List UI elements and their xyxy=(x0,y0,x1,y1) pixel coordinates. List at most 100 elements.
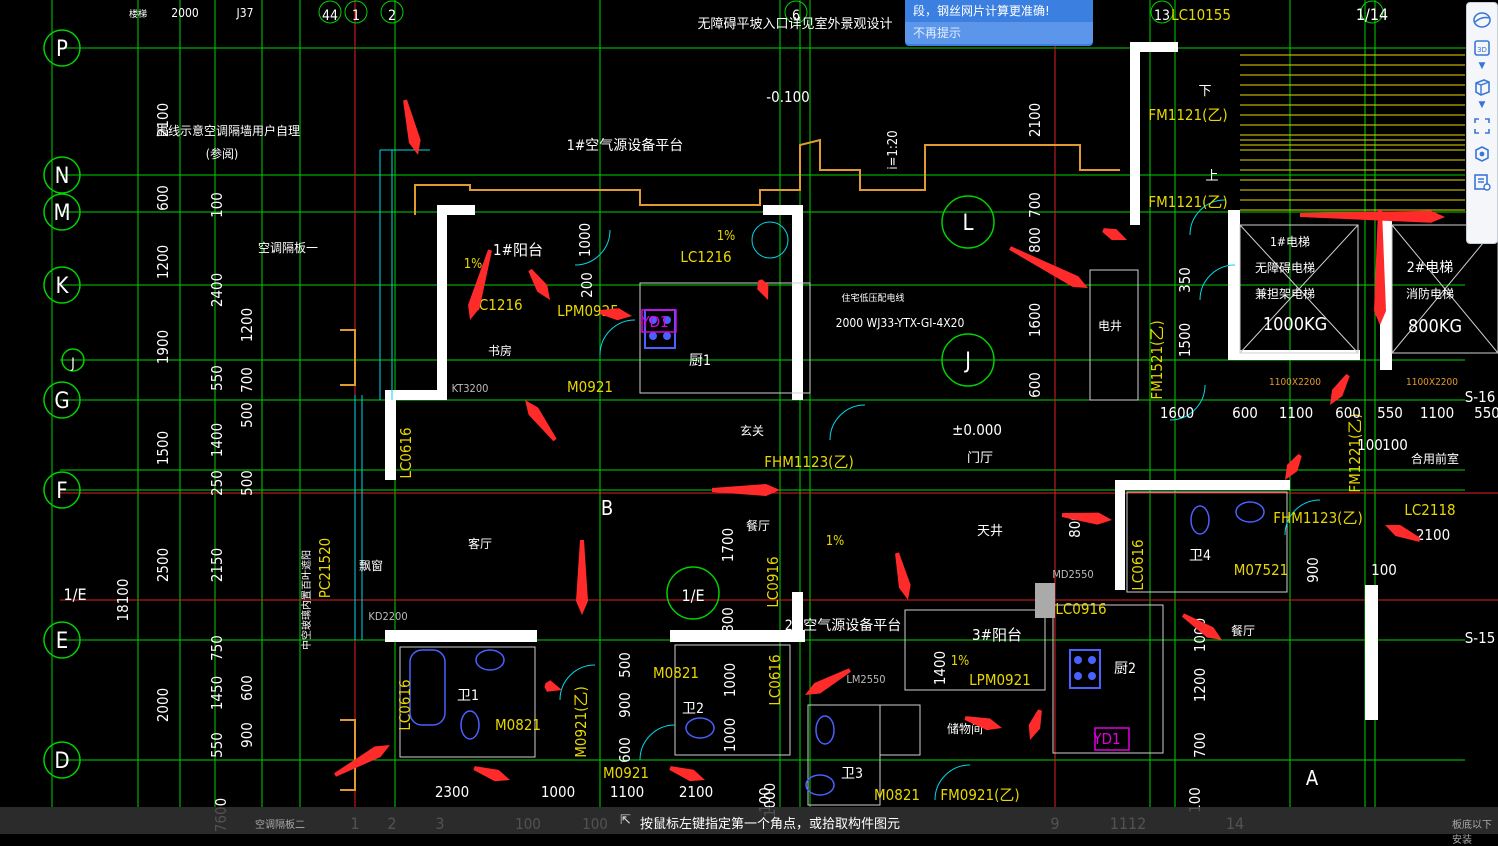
room-outline xyxy=(1089,269,1139,401)
opening-label: M07521 xyxy=(1234,561,1289,579)
burner xyxy=(649,332,657,340)
opening-label: LC0916 xyxy=(1055,600,1106,618)
dimension-left-a: 1900 xyxy=(154,330,172,364)
dimension-left-a: 2100 xyxy=(154,103,172,137)
note-ac-board: 空调隔板一 xyxy=(258,241,318,255)
axis-bubble-m xyxy=(43,193,81,231)
dimension-right: 1600 xyxy=(1026,303,1044,337)
slope-percent: 1% xyxy=(717,229,736,244)
wall-segment xyxy=(792,592,803,642)
dimension-total: 18100 xyxy=(114,579,132,622)
room-label-elev1b: 无障碍电梯 xyxy=(1255,260,1315,275)
room-outline xyxy=(879,704,921,756)
chevron-down-icon[interactable]: ▼ xyxy=(1478,61,1486,71)
property-icon[interactable] xyxy=(1471,171,1493,193)
annotation-arrow xyxy=(1009,246,1088,288)
washer-icon xyxy=(751,221,789,259)
note-cable-2: 住宅低压配电线 xyxy=(841,292,904,304)
cube-view-icon[interactable] xyxy=(1471,76,1493,98)
room-label-storage: 储物间 xyxy=(947,721,983,736)
axis-bubble-n xyxy=(43,156,81,194)
room-label-kitchen2: 厨2 xyxy=(1114,661,1136,677)
opening-label: FM1121(乙) xyxy=(1148,106,1227,124)
annotation-arrow xyxy=(599,308,632,321)
sphere-view-icon[interactable] xyxy=(1471,9,1493,31)
dimension-misc: 1400 xyxy=(931,651,949,685)
sink-icon xyxy=(805,774,835,796)
room-outline xyxy=(1391,224,1498,354)
fixture-layer xyxy=(409,54,1498,801)
room-label-balcony3: 3#阳台 xyxy=(972,626,1022,644)
wall-segment xyxy=(1130,42,1178,52)
dimension-left-a: 1500 xyxy=(154,431,172,465)
3d-view-icon[interactable]: 3D xyxy=(1471,37,1493,59)
door-swing xyxy=(934,764,971,801)
burner xyxy=(663,316,671,324)
opening-label: LC2118 xyxy=(1404,501,1455,519)
annotation-arrows xyxy=(334,99,1445,782)
room-label-study: 书房 xyxy=(488,343,512,358)
dimension-bottom: 1100 xyxy=(610,783,644,801)
burner xyxy=(1088,672,1096,680)
axis-top-label: 44 xyxy=(322,8,338,24)
door-swing xyxy=(1189,199,1226,236)
axis-label-j: J xyxy=(70,356,75,372)
fullscreen-icon[interactable] xyxy=(1471,115,1493,137)
chevron-down-icon[interactable]: ▼ xyxy=(1478,100,1486,110)
bay-outline-2 xyxy=(340,719,356,791)
opening-label: PC21520 xyxy=(316,538,334,598)
elevation-minus: -0.100 xyxy=(766,88,810,106)
top-note-stair: 楼梯 xyxy=(129,8,147,20)
hint-message: 段，钢丝网片计算更准确! xyxy=(913,4,1050,18)
dimension-left-c: 500 xyxy=(238,470,256,496)
bathtub-icon xyxy=(409,649,446,726)
axis-bubble-p xyxy=(43,29,81,67)
opening-label: FM1121(乙) xyxy=(1148,193,1227,211)
axis-bubble-j xyxy=(61,348,85,372)
opening-label: M0821 xyxy=(495,716,541,734)
note-ac-wall: 虚线示意空调隔墙用户自理 xyxy=(156,123,300,138)
svg-text:3D: 3D xyxy=(1477,46,1487,54)
room-label-unitB: B xyxy=(601,496,613,520)
toilet-icon xyxy=(815,715,835,745)
room-label-kitchen1: 厨1 xyxy=(689,353,711,369)
object-view-icon[interactable] xyxy=(1471,143,1493,165)
opening-label: FHM1123(乙) xyxy=(1273,509,1362,527)
hint-popup: 段，钢丝网片计算更准确! 不再提示 xyxy=(905,0,1093,46)
section-s16: S-16 xyxy=(1465,388,1496,406)
opening-label: LC0616 xyxy=(396,679,414,730)
dimension-misc: 1000 xyxy=(721,663,739,697)
dont-show-again-button[interactable]: 不再提示 xyxy=(905,22,1093,44)
room-outline xyxy=(399,646,536,758)
section-s15: S-15 xyxy=(1465,629,1496,647)
opening-label: FM0921(乙) xyxy=(940,786,1019,804)
opening-label: YD1 xyxy=(1092,730,1120,748)
column xyxy=(1035,583,1055,618)
dimension-right: 700 xyxy=(1026,192,1044,218)
annotation-arrow xyxy=(1374,210,1386,325)
room-outline xyxy=(1239,224,1359,354)
opening-label: LC0616 xyxy=(766,654,784,705)
axis-bubble-top xyxy=(344,0,368,24)
dimension-left-c: 500 xyxy=(238,402,256,428)
dimension-misc: 2100 xyxy=(1416,526,1450,544)
burner xyxy=(1074,672,1082,680)
slope-percent: 1% xyxy=(826,534,845,549)
annotation-arrow xyxy=(576,540,588,615)
annotation-arrow xyxy=(1061,512,1112,525)
door-swing xyxy=(559,664,596,701)
dimension-elevator: 550 xyxy=(1377,404,1403,422)
axis-bubble-g xyxy=(43,381,81,419)
axis-bubble-inner xyxy=(941,195,995,249)
axis-label-g: G xyxy=(54,389,69,414)
opening-label: M0921 xyxy=(567,378,613,396)
status-left-hint: 空调隔板二 xyxy=(255,820,305,831)
dimension-bottom: 100 xyxy=(756,787,774,813)
dimension-misc: 800 xyxy=(719,607,737,633)
dimension-misc: 1200 xyxy=(1191,668,1209,702)
corner-cursor-icon: ⇱ xyxy=(620,813,631,828)
axis-label-1e: 1/E xyxy=(63,585,86,604)
elevator-door-1: 1100X2200 xyxy=(1269,377,1321,388)
dimension-elevator: 1100 xyxy=(1279,404,1313,422)
